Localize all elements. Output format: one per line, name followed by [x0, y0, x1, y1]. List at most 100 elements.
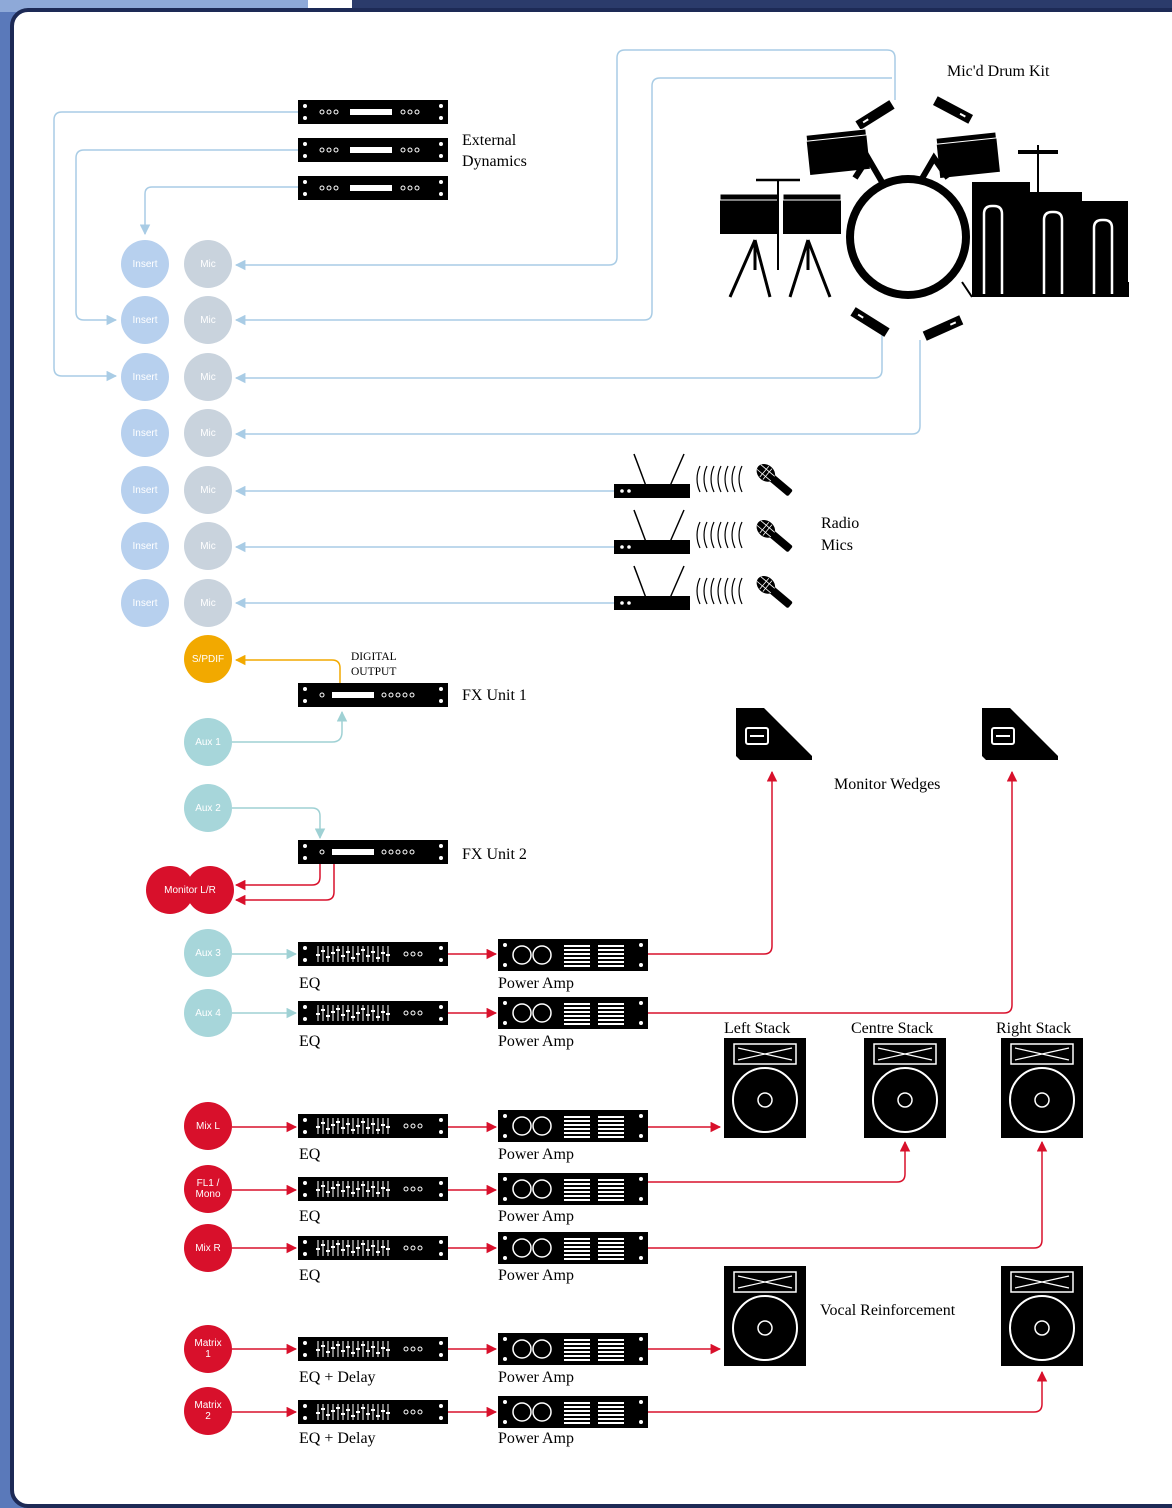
- power-amp-label: Power Amp: [498, 1146, 574, 1163]
- power-amp-label: Power Amp: [498, 1208, 574, 1225]
- eq-icon: [297, 1336, 449, 1362]
- aux-4-output[interactable]: [184, 989, 232, 1037]
- insert-jack[interactable]: [121, 579, 169, 627]
- insert-jack[interactable]: [121, 522, 169, 570]
- mic-label: Mic: [200, 428, 216, 439]
- digital-output-label: DIGITAL: [351, 651, 397, 663]
- fx-unit-icon: [297, 839, 449, 865]
- aux3-chain: EQ Power Amp: [297, 938, 649, 992]
- mic-jack[interactable]: [184, 353, 232, 401]
- fx-unit-icon: [297, 682, 449, 708]
- matrix-1-label: Matrix: [194, 1338, 221, 1349]
- insert-label: Insert: [132, 598, 157, 609]
- mic-jack[interactable]: [184, 522, 232, 570]
- eq-icon: [297, 1176, 449, 1202]
- mic-jack[interactable]: [184, 296, 232, 344]
- mix-r-output[interactable]: [184, 1224, 232, 1272]
- power-amp-label: Power Amp: [498, 1369, 574, 1386]
- insert-jack[interactable]: [121, 353, 169, 401]
- power-amp-icon: [497, 996, 649, 1030]
- radio-receiver-icon: [613, 509, 691, 555]
- speaker-stack-icon: [1000, 1037, 1084, 1139]
- centre-stack-label: Centre Stack: [851, 1020, 933, 1037]
- mic-jack[interactable]: [184, 579, 232, 627]
- aux-3-output[interactable]: [184, 929, 232, 977]
- radio-receiver-icon: [613, 453, 691, 499]
- eq-label: EQ: [299, 975, 321, 992]
- mix-r-label: Mix R: [195, 1243, 221, 1254]
- right-stack-label: Right Stack: [996, 1020, 1071, 1037]
- monitor-wedge-icon: [981, 707, 1059, 761]
- fl1-label: FL1 /: [197, 1178, 220, 1189]
- monitor-wedges-label: Monitor Wedges: [834, 776, 940, 793]
- matrix-1-output[interactable]: [184, 1325, 232, 1373]
- mix-l-output[interactable]: [184, 1102, 232, 1150]
- speaker-stack-icon: [723, 1037, 807, 1139]
- rack-dynamics-icon: [297, 99, 449, 125]
- mic-signal-lines: [53, 49, 921, 609]
- insert-label: Insert: [132, 315, 157, 326]
- eq-label: EQ: [299, 1267, 321, 1284]
- eq-icon: [297, 1000, 449, 1026]
- matrix-2-output[interactable]: [184, 1387, 232, 1435]
- insert-jack[interactable]: [121, 466, 169, 514]
- insert-label: Insert: [132, 428, 157, 439]
- speaker-stack-icon: [863, 1037, 947, 1139]
- eq-label: EQ: [299, 1208, 321, 1225]
- matrix-1-chain: EQ + Delay Power Amp: [297, 1332, 649, 1386]
- power-amp-label: Power Amp: [498, 1267, 574, 1284]
- fl1-mono-output[interactable]: [184, 1165, 232, 1213]
- monitor-wedge-icon: [735, 707, 813, 761]
- mic-jack[interactable]: [184, 240, 232, 288]
- mic-label: Mic: [200, 259, 216, 270]
- drum-kit-label: Mic'd Drum Kit: [947, 63, 1050, 80]
- spdif-output[interactable]: [184, 635, 232, 683]
- matrix-2-chain: EQ + Delay Power Amp: [297, 1395, 649, 1447]
- mono-label: Mono: [195, 1189, 220, 1200]
- rack-dynamics-icon: [297, 137, 449, 163]
- aux-2-output[interactable]: [184, 784, 232, 832]
- power-amp-label: Power Amp: [498, 975, 574, 992]
- drum-kit-icon: [719, 96, 1129, 341]
- insert-jack[interactable]: [121, 296, 169, 344]
- insert-label: Insert: [132, 485, 157, 496]
- handheld-mic-icon: [696, 571, 797, 613]
- monitor-lr-output[interactable]: Monitor L/R: [146, 866, 234, 914]
- mix-r-chain: EQ Power Amp: [297, 1231, 649, 1284]
- handheld-mic-icon: [696, 515, 797, 557]
- aux-4-label: Aux 4: [195, 1008, 221, 1019]
- aux4-chain: EQ Power Amp: [297, 996, 649, 1050]
- insert-label: Insert: [132, 541, 157, 552]
- power-amp-icon: [497, 1395, 649, 1429]
- radio-mics-label: Radio: [821, 515, 859, 532]
- mic-label: Mic: [200, 485, 216, 496]
- matrix-2-number: 2: [205, 1411, 211, 1422]
- mix-l-label: Mix L: [196, 1121, 220, 1132]
- aux-1-output[interactable]: [184, 718, 232, 766]
- eq-icon: [297, 1235, 449, 1261]
- insert-jack[interactable]: [121, 409, 169, 457]
- fx-unit-2-label: FX Unit 2: [462, 846, 527, 863]
- mix-l-chain: EQ Power Amp: [297, 1109, 649, 1163]
- power-amp-icon: [497, 1231, 649, 1265]
- vocal-reinforcement-label: Vocal Reinforcement: [820, 1302, 956, 1319]
- power-amp-icon: [497, 1172, 649, 1206]
- power-amp-icon: [497, 1332, 649, 1366]
- mic-jack[interactable]: [184, 466, 232, 514]
- insert-jack[interactable]: [121, 240, 169, 288]
- output-signal-lines: [232, 770, 1048, 1418]
- mic-jack[interactable]: [184, 409, 232, 457]
- aux-2-label: Aux 2: [195, 803, 221, 814]
- digital-output-label-2: OUTPUT: [351, 666, 396, 678]
- external-dynamics-label-2: Dynamics: [462, 153, 527, 170]
- external-dynamics-label: External: [462, 132, 517, 149]
- eq-icon: [297, 941, 449, 967]
- eq-label: EQ: [299, 1033, 321, 1050]
- eq-delay-label: EQ + Delay: [299, 1369, 376, 1386]
